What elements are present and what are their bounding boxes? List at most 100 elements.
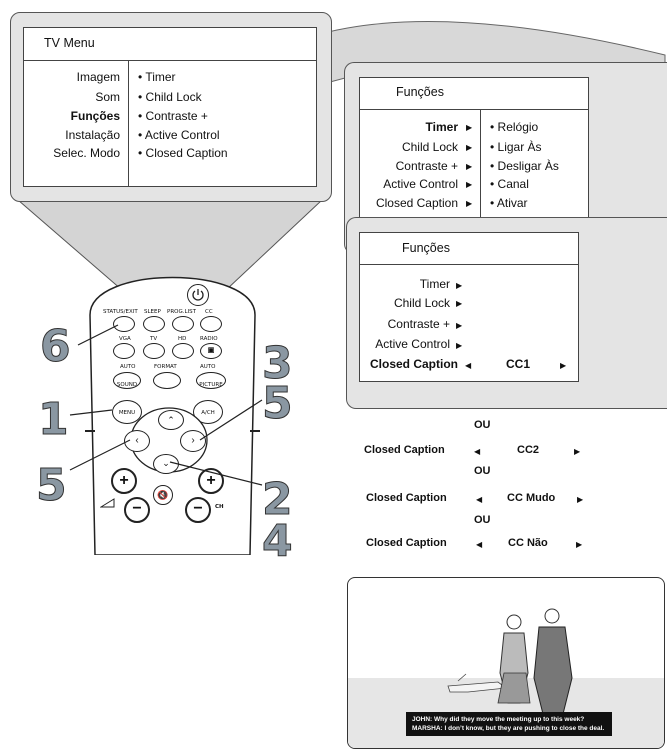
chevron-right-icon: › [191, 435, 195, 446]
funcoes-2-item-timer[interactable]: Timer [419, 277, 450, 291]
ou-separator-3: OU [474, 514, 491, 526]
volume-down-button[interactable]: − [124, 497, 150, 523]
plus-icon: + [119, 472, 129, 489]
power-icon [192, 289, 204, 301]
chevron-down-icon: ⌄ [162, 458, 170, 468]
minus-icon: − [193, 500, 203, 517]
vga-label: VGA [119, 336, 131, 342]
tv-submenu-active-control: • Active Control [138, 128, 220, 142]
tv-submenu-closed-caption: • Closed Caption [138, 146, 228, 160]
funcoes-2-item-closed-caption[interactable]: Closed Caption [370, 357, 459, 371]
radio-icon: ▣ [207, 347, 215, 354]
volume-up-button[interactable]: + [111, 468, 137, 494]
tv-menu-item-imagem[interactable]: Imagem [76, 70, 120, 84]
funcoes-1-item-contraste[interactable]: Contraste + [395, 159, 458, 173]
status-exit-button[interactable] [113, 316, 135, 332]
cc-label: CC [205, 309, 213, 315]
funcoes-screen-2: Funções Timer ▶ Child Lock ▶ Contraste +… [359, 232, 579, 382]
hd-button[interactable] [172, 343, 194, 359]
tv-submenu-contraste: • Contraste + [138, 109, 208, 123]
step-number-1: 1 [38, 394, 70, 445]
tv-menu-item-selec-modo[interactable]: Selec. Modo [53, 146, 120, 160]
cc-button[interactable] [200, 316, 222, 332]
nav-left-button[interactable]: ‹ [124, 430, 150, 452]
funcoes-1-item-active-control[interactable]: Active Control [383, 177, 458, 191]
ou-separator-2: OU [474, 465, 491, 477]
tv-label: TV [150, 336, 158, 342]
funcoes-2-title: Funções [402, 241, 450, 255]
tv-button[interactable] [143, 343, 165, 359]
status-exit-label: STATUS/EXIT [103, 309, 138, 315]
ach-label: A/CH [201, 410, 215, 416]
ou-separator-1: OU [474, 419, 491, 431]
funcoes-1-item-child-lock[interactable]: Child Lock [401, 140, 458, 154]
channel-up-button[interactable]: + [198, 468, 224, 494]
power-button[interactable] [187, 284, 209, 306]
step-number-2: 2 [262, 474, 294, 525]
picture-button[interactable]: PICTURE [196, 372, 226, 389]
radio-label: RADIO [200, 336, 218, 342]
step-number-4: 4 [262, 516, 294, 567]
sound-button[interactable]: SOUND [113, 372, 141, 389]
format-label: FORMAT [154, 364, 177, 370]
funcoes-1-item-closed-caption[interactable]: Closed Caption [375, 196, 458, 210]
tv-menu-screen: TV Menu Imagem Som Funções Instalação Se… [23, 27, 317, 187]
channel-down-button[interactable]: − [185, 497, 211, 523]
funcoes-1-item-timer[interactable]: Timer [425, 120, 458, 134]
cc-option-value-cc-mudo: CC Mudo [507, 492, 556, 504]
chevron-up-icon: ⌃ [167, 415, 175, 425]
menu-button[interactable]: MENU [112, 400, 142, 424]
funcoes-2-item-contraste[interactable]: Contraste + [387, 317, 450, 331]
minus-icon: − [132, 500, 142, 517]
picture-label: PICTURE [199, 382, 223, 388]
cc-option-label-3: Closed Caption [366, 537, 447, 549]
funcoes-screen-1: Funções Timer ▶ Child Lock ▶ Contraste +… [359, 77, 589, 239]
tv-menu-panel: TV Menu Imagem Som Funções Instalação Se… [10, 12, 332, 202]
funcoes-1-title: Funções [396, 85, 444, 99]
sleep-button[interactable] [143, 316, 165, 332]
funcoes-panel-2: Funções Timer ▶ Child Lock ▶ Contraste +… [346, 217, 667, 409]
auto-sound-label: AUTO [120, 364, 136, 370]
tv-menu-title: TV Menu [44, 36, 95, 50]
plus-icon: + [206, 472, 216, 489]
prog-list-button[interactable] [172, 316, 194, 332]
ach-button[interactable]: A/CH [193, 400, 223, 424]
caption-line-2: MARSHA: I don’t know, but they are pushi… [412, 725, 605, 732]
funcoes-1-sub-desligar: • Desligar Às [490, 159, 559, 173]
ch-label: CH [215, 504, 224, 510]
step-number-6: 6 [40, 321, 72, 372]
nav-up-button[interactable]: ⌃ [158, 410, 184, 430]
format-button[interactable] [153, 372, 181, 389]
tv-menu-item-funcoes[interactable]: Funções [70, 109, 120, 123]
tv-submenu-timer: • Timer [138, 70, 176, 84]
step-number-3: 3 [262, 338, 294, 389]
tv-menu-item-som[interactable]: Som [95, 90, 120, 104]
funcoes-2-item-active-control[interactable]: Active Control [375, 337, 450, 351]
auto-picture-label: AUTO [200, 364, 216, 370]
step-number-5-right: 5 [262, 378, 294, 429]
vga-button[interactable] [113, 343, 135, 359]
cc-option-label-2: Closed Caption [366, 492, 447, 504]
funcoes-1-sub-ativar: • Ativar [490, 196, 528, 210]
sound-label: SOUND [116, 382, 138, 388]
menu-label: MENU [118, 410, 136, 416]
tv-submenu-child-lock: • Child Lock [138, 90, 202, 104]
caption-line-1: JOHN: Why did they move the meeting up t… [412, 716, 585, 723]
funcoes-2-cc-value: CC1 [506, 357, 531, 371]
mute-button[interactable]: 🔇 [153, 485, 173, 505]
mute-icon: 🔇 [157, 490, 169, 500]
tv-menu-item-instalacao[interactable]: Instalação [65, 128, 120, 142]
radio-button[interactable]: ▣ [200, 343, 222, 359]
cc-option-label-1: Closed Caption [364, 444, 445, 456]
tv-screen-preview: JOHN: Why did they move the meeting up t… [347, 577, 665, 749]
hd-label: HD [178, 336, 187, 342]
funcoes-1-sub-relogio: • Relógio [490, 120, 539, 134]
funcoes-2-item-child-lock[interactable]: Child Lock [393, 296, 450, 310]
sleep-label: SLEEP [144, 309, 161, 315]
cc-option-value-cc-nao: CC Não [508, 537, 548, 549]
chevron-left-icon: ‹ [135, 435, 139, 446]
volume-icon [100, 498, 115, 508]
cc-option-value-cc2: CC2 [517, 444, 540, 456]
nav-right-button[interactable]: › [180, 430, 206, 452]
